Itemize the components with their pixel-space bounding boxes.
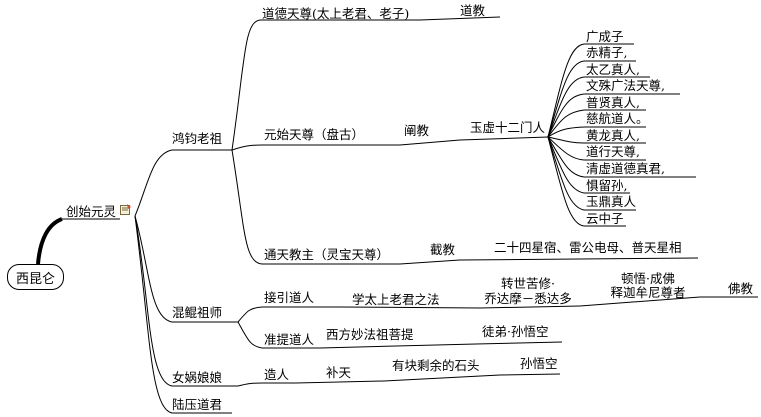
node-fojiao[interactable]: 佛教 [728,281,754,296]
node-daojiao[interactable]: 道教 [460,3,486,18]
node-hunkun[interactable]: 混鲲祖师 [172,305,223,320]
node-dharma[interactable]: 西方妙法祖菩提 [326,327,414,342]
node-jieyin[interactable]: 接引道人 [264,290,315,305]
disciple-item[interactable]: 广成子 [586,29,624,44]
connector-root [36,217,63,265]
disciple-item[interactable]: 赤精子, [586,45,628,60]
connector-hunkun [134,215,173,323]
node-butian[interactable]: 补天 [326,365,352,380]
node-chanjiao[interactable]: 阐教 [404,123,430,138]
disciple-item[interactable]: 玉鼎真人 [586,194,637,209]
node-result-2[interactable]: 释迦牟尼尊者 [610,285,686,300]
node-zaoren[interactable]: 造人 [264,367,290,382]
connector-luya [134,215,173,414]
disciple-item[interactable]: 云中子 [586,211,624,226]
disciple-item[interactable]: 普贤真人, [586,95,640,110]
disciple-item[interactable]: 黄龙真人, [586,128,640,143]
connector-nuwa [134,215,173,387]
disciple-item[interactable]: 文殊广法天尊, [586,78,665,93]
node-wukong-disciple[interactable]: 徒弟·孙悟空 [482,324,549,339]
node-daode[interactable]: 道德天尊(太上老君、老子) [262,6,410,21]
disciple-item[interactable]: 慈航道人。 [586,111,649,126]
node-zhunti[interactable]: 准提道人 [264,332,315,347]
disciple-item[interactable]: 太乙真人, [586,62,640,77]
node-jiejiao-members[interactable]: 二十四星宿、雷公电母、普天星相 [494,240,682,255]
node-yuxu[interactable]: 玉虚十二门人 [470,120,546,135]
node-path-1[interactable]: 转世苦修· [501,276,555,291]
connector-hongjun [134,149,173,217]
node-hongjun[interactable]: 鸿钧老祖 [172,131,223,146]
node-jiejiao[interactable]: 截教 [430,242,456,257]
root-node[interactable]: 西昆仑 [7,264,64,290]
node-chuangshi-yuanling[interactable]: 创始元灵 [66,204,117,219]
disciple-item[interactable]: 惧留孙, [586,178,628,193]
node-path-2[interactable]: 乔达摩－悉达多 [484,291,572,306]
node-sunwukong[interactable]: 孙悟空 [520,356,558,371]
note-icon [120,204,131,215]
node-luya[interactable]: 陆压道君 [172,397,223,412]
node-stone[interactable]: 有块剩余的石头 [392,358,480,373]
disciple-item[interactable]: 清虚道德真君, [586,161,665,176]
node-nuwa[interactable]: 女娲娘娘 [172,370,223,385]
node-result-1[interactable]: 顿悟·成佛 [621,271,675,286]
node-tongtian[interactable]: 通天教主（灵宝天尊） [264,247,390,262]
node-yuanshi[interactable]: 元始天尊（盘古） [264,127,365,142]
disciple-item[interactable]: 道行天尊, [586,144,640,159]
node-learn[interactable]: 学太上老君之法 [352,292,440,307]
